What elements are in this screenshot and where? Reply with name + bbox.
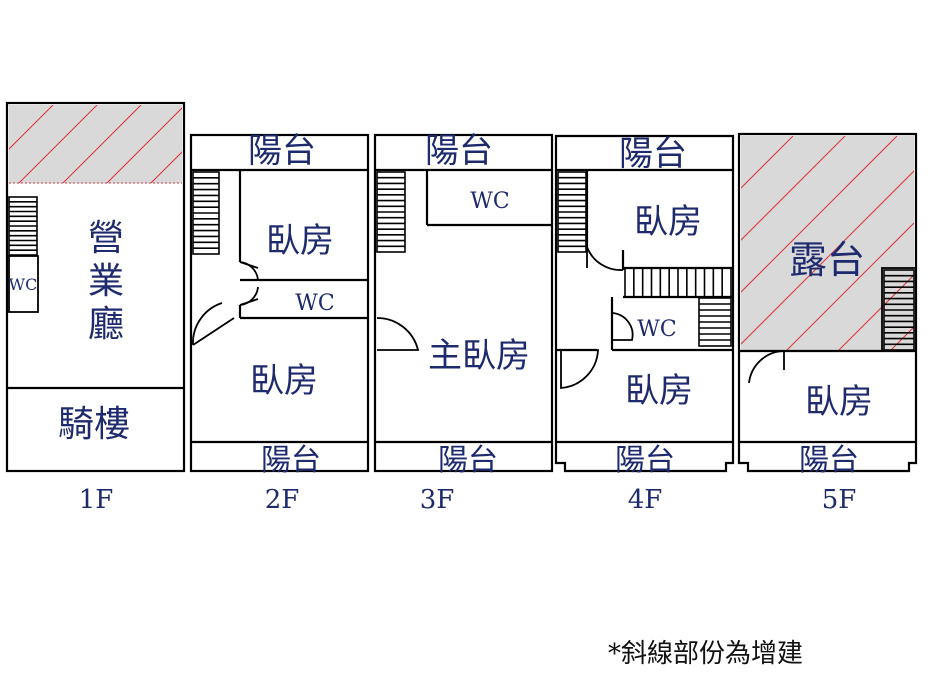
floor-5f-hatch-line: [785, 222, 914, 351]
floor-5f-hatch-line: [741, 136, 898, 293]
floor-2f-balcony-back-label: 陽台: [261, 443, 321, 478]
addition-note: *斜線部份為增建: [608, 639, 803, 669]
floor-2f-label: 2F: [265, 485, 300, 515]
floor-1f-hatch-lines: [9, 105, 182, 183]
floor-5f-hatch-line: [741, 136, 846, 241]
svg-text:業: 業: [88, 261, 124, 302]
floor-3f-label: 3F: [420, 485, 455, 515]
floor-4f-plan: 陽台 臥房 WC 臥房 陽台 4F: [554, 134, 735, 515]
floor-3f-stairs: [376, 171, 406, 253]
floor-5f-bedroom-label: 臥房: [805, 382, 873, 422]
floor-1f-hatch-line: [106, 107, 182, 183]
floor-4f-balcony-front-label: 陽台: [619, 134, 687, 174]
floor-3f-master-bedroom-label: 主臥房: [428, 336, 530, 376]
floor-4f-bedroom-b-label: 臥房: [625, 371, 693, 411]
floor-5f-stairs: [883, 269, 915, 351]
floor-2f-bedroom-a-label: 臥房: [266, 221, 334, 261]
floor-2f-outline: [189, 133, 370, 473]
floor-2f-plan: 陽台 臥房 WC 臥房 陽台 2F: [189, 131, 370, 515]
floor-5f-plan: 露台 臥房 陽台 5F: [737, 132, 918, 515]
floor-3f-wc-label: WC: [470, 189, 509, 214]
floor-1f-plan: 營 業 廳 WC 騎樓 1F: [5, 101, 186, 515]
floor-3f-balcony-back-label: 陽台: [438, 443, 498, 478]
floor-1f-wc-label: WC: [9, 275, 38, 294]
floor-1f-hatch-line: [18, 105, 98, 183]
floor-4f-wc-label: WC: [637, 317, 676, 342]
floor-5f-terrace-label: 露台: [789, 238, 865, 282]
floor-5f-hatch-line: [741, 170, 914, 345]
svg-text:廳: 廳: [88, 304, 124, 345]
floor-1f-hatch-line: [62, 105, 142, 183]
floor-2f-bedroom-b-label: 臥房: [250, 361, 318, 401]
floor-4f-label: 4F: [628, 485, 663, 515]
floor-5f-label: 5F: [822, 485, 857, 515]
floor-3f-outline: [373, 133, 554, 473]
floor-3f-balcony-front-label: 陽台: [425, 131, 493, 171]
floor-5f-balcony-back-label: 陽台: [799, 443, 859, 478]
floor-5f-hatch-line: [837, 274, 914, 351]
floor-4f-outline: [554, 134, 735, 473]
floor-1f-label: 1F: [79, 485, 114, 515]
floor-1f-hatch-line: [9, 105, 54, 150]
floor-5f-hatch-lines: [741, 136, 914, 351]
floor-1f-hatch-line: [150, 151, 182, 183]
svg-text:營: 營: [88, 218, 124, 259]
floor-2f-balcony-front-label: 陽台: [248, 131, 316, 171]
floor-1f-wc-room: [8, 255, 39, 313]
floor-1f-stairs: [8, 196, 38, 256]
floor-4f-stairs: [557, 171, 732, 347]
floor-2f-wc-label: WC: [295, 291, 334, 316]
floor-4f-balcony-back-label: 陽台: [615, 443, 675, 478]
floor-1f-addition-hatch: [9, 105, 182, 183]
floor-1f-outline: [5, 101, 186, 473]
floor-3f-plan: 陽台 WC 主臥房 陽台 3F: [373, 131, 554, 515]
floor-5f-hatch-line: [741, 136, 794, 189]
floor-1f-business-hall-label: 營 業 廳: [88, 218, 124, 345]
floor-2f-stairs: [192, 171, 220, 255]
floor-5f-outline: [737, 132, 918, 473]
floor-4f-bedroom-a-label: 臥房: [634, 202, 702, 242]
floor-1f-arcade-label: 騎樓: [58, 404, 130, 445]
